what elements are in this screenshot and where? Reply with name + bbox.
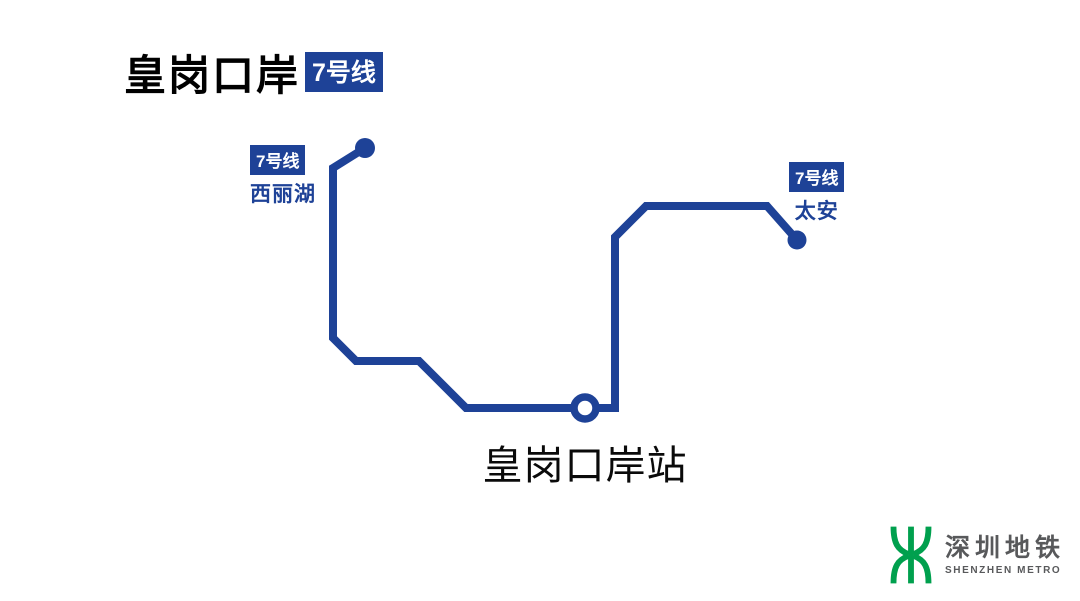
terminus-name-east: 太安 — [794, 200, 839, 223]
line-number-badge: 7号线 — [305, 52, 383, 92]
brand-text: 深圳地铁 SHENZHEN METRO — [945, 534, 1065, 576]
metro-line-path — [329, 144, 800, 412]
terminus-label-west: 7号线 西丽湖 — [250, 145, 316, 208]
brand-name-cn: 深圳地铁 — [945, 534, 1066, 563]
current-station-marker — [570, 393, 600, 423]
terminus-dot-east — [787, 230, 807, 250]
page-title: 皇岗口岸 — [124, 52, 301, 99]
line-badge-west: 7号线 — [250, 145, 306, 175]
terminus-name-west: 西丽湖 — [250, 183, 316, 206]
terminus-label-east: 7号线 太安 — [789, 162, 845, 225]
brand-logo-block: 深圳地铁 SHENZHEN METRO — [886, 525, 1065, 585]
terminus-dot-west — [355, 138, 375, 158]
brand-name-en: SHENZHEN METRO — [945, 564, 1062, 576]
line-badge-east: 7号线 — [789, 162, 845, 192]
current-station-label: 皇岗口岸站 — [482, 444, 688, 488]
shenzhen-metro-logo-icon — [890, 526, 932, 584]
